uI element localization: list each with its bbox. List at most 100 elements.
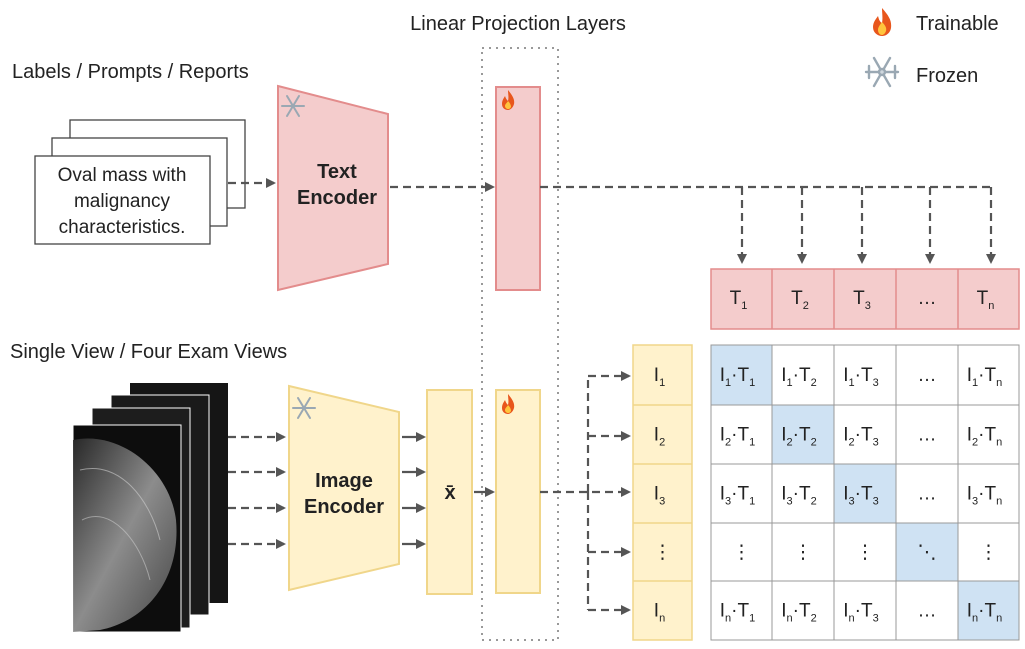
cell-text-symbol: T [861, 365, 873, 386]
cell-text-index: 3 [873, 377, 879, 389]
matrix-ellipsis: … [918, 365, 937, 386]
token-base: T [791, 288, 803, 309]
cell-image-index: 3 [972, 496, 978, 508]
cell-text-index: 2 [811, 377, 817, 389]
matrix-cell-label: I3·T3 [843, 484, 878, 508]
cell-text-symbol: T [985, 425, 997, 446]
cell-text-index: 2 [811, 437, 817, 449]
cell-text-index: 2 [811, 496, 817, 508]
cell-dot: · [793, 425, 799, 446]
cell-image-symbol: I [781, 601, 786, 622]
image-token-5: In [654, 601, 665, 625]
snowflake-icon [292, 397, 316, 419]
matrix-cell-label: I2·Tn [967, 425, 1002, 449]
text-token-2: T2 [791, 288, 809, 312]
pooled-feature-block: x̄ [426, 389, 473, 595]
cell-image-index: 3 [787, 496, 793, 508]
text-encoder-label-1: Text [317, 161, 357, 183]
matrix-cell-label: I3·T2 [781, 484, 816, 508]
text-projection-layer [495, 86, 541, 291]
matrix-cell [957, 522, 1020, 582]
cell-text-symbol: T [738, 484, 750, 505]
cell-text-index: 2 [811, 613, 817, 625]
cell-image-index: 1 [849, 377, 855, 389]
image-projection-layer [495, 389, 541, 594]
report-stack: Oval mass with malignancy characteristic… [34, 119, 246, 245]
matrix-cell [771, 344, 835, 406]
cell-text-symbol: T [799, 601, 811, 622]
image-encoder: Image Encoder [288, 384, 400, 592]
cell-dot: · [855, 425, 861, 446]
text-token-1: T1 [730, 288, 748, 312]
cell-text-symbol: T [799, 365, 811, 386]
matrix-cell [957, 344, 1020, 406]
matrix-ellipsis: … [918, 425, 937, 446]
cell-image-index: 1 [787, 377, 793, 389]
text-encoder-label-2: Encoder [297, 187, 377, 209]
cell-image-index: n [849, 613, 855, 625]
token-base: I [654, 484, 659, 505]
matrix-cell [710, 404, 773, 465]
matrix-cell-label: I1·T1 [720, 365, 755, 389]
cell-image-symbol: I [967, 601, 972, 622]
matrix-cell-label: In·T2 [781, 601, 816, 625]
report-text-line-2: malignancy [74, 191, 171, 212]
legend: Trainable Frozen [864, 8, 999, 88]
matrix-cell-diagonal [833, 463, 897, 524]
token-base: T [853, 288, 865, 309]
cell-image-symbol: I [843, 365, 848, 386]
cell-image-symbol: I [781, 425, 786, 446]
token-subscript: 1 [659, 377, 665, 389]
cell-dot: · [731, 601, 737, 622]
cell-text-index: n [996, 377, 1002, 389]
cell-dot: · [978, 365, 984, 386]
matrix-cell [771, 522, 835, 582]
cell-image-index: n [787, 613, 793, 625]
cell-dot: · [978, 484, 984, 505]
report-text-line-1: Oval mass with [58, 165, 187, 186]
matrix-cell [710, 522, 773, 582]
matrix-ellipsis: … [918, 484, 937, 505]
cell-dot: · [978, 425, 984, 446]
cell-dot: · [731, 365, 737, 386]
matrix-cell-label: In·T1 [720, 601, 755, 625]
matrix-cell [895, 344, 959, 406]
image-encoder-label-2: Encoder [304, 496, 384, 518]
cell-dot: · [793, 484, 799, 505]
cell-image-symbol: I [843, 601, 848, 622]
flame-icon [502, 394, 515, 414]
matrix-cell-label: I1·T2 [781, 365, 816, 389]
matrix-cell [833, 344, 897, 406]
matrix-cell [833, 404, 897, 465]
cell-image-index: 1 [725, 377, 731, 389]
matrix-ellipsis: ⋮ [732, 542, 751, 563]
cell-text-symbol: T [985, 484, 997, 505]
cell-image-symbol: I [843, 484, 848, 505]
matrix-cell [710, 580, 773, 641]
cell-dot: · [793, 601, 799, 622]
text-encoder: Text Encoder [277, 84, 389, 292]
matrix-cell-label: In·T3 [843, 601, 878, 625]
cell-dot: · [731, 425, 737, 446]
cell-image-index: 3 [849, 496, 855, 508]
flow-arrows [228, 178, 996, 615]
matrix-ellipsis: ⋮ [979, 542, 998, 563]
image-token-3: I3 [654, 484, 665, 508]
cell-text-symbol: T [861, 601, 873, 622]
cell-text-index: 1 [749, 377, 755, 389]
cell-dot: · [855, 484, 861, 505]
cell-text-symbol: T [738, 425, 750, 446]
matrix-cell [895, 463, 959, 524]
cell-text-index: n [996, 437, 1002, 449]
matrix-cell [895, 580, 959, 641]
cell-text-symbol: T [985, 601, 997, 622]
cell-dot: · [731, 484, 737, 505]
matrix-cell [957, 404, 1020, 465]
image-token-column-bg [632, 344, 693, 641]
cell-dot: · [855, 601, 861, 622]
cell-image-symbol: I [967, 484, 972, 505]
token-base: I [654, 601, 659, 622]
image-token-1: I1 [654, 365, 665, 389]
cell-text-symbol: T [738, 601, 750, 622]
flame-icon [502, 90, 515, 110]
